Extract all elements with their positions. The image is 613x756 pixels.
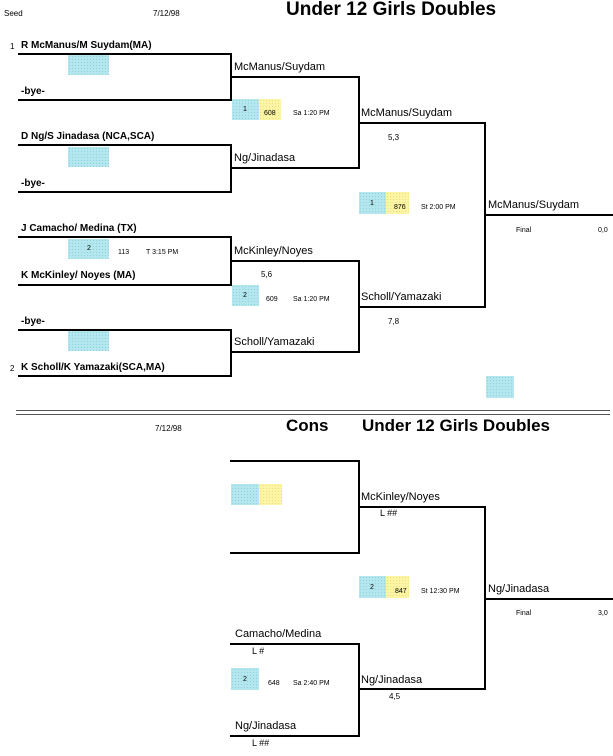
r1-line [18, 99, 232, 101]
match-score: 5,3 [388, 133, 400, 142]
match-number: 2 [243, 676, 247, 683]
r1-line [18, 53, 232, 55]
final-score: 0,0 [598, 227, 608, 234]
match-number: 1 [243, 106, 247, 113]
match-cell [232, 99, 259, 120]
court-cell [259, 99, 281, 120]
match-cell [232, 285, 259, 306]
match-time: Sa 2:40 PM [293, 680, 330, 687]
r2-line [230, 260, 360, 262]
entry-4: -bye- [21, 178, 45, 189]
match-score: 7,8 [388, 317, 400, 326]
cons-line [358, 688, 486, 690]
r2-line [230, 351, 360, 353]
r2-winner: Scholl/Yamazaki [234, 336, 315, 348]
cons-final-line [484, 598, 613, 600]
match-number: 1 [370, 200, 374, 207]
cons-entry: Camacho/Medina [235, 628, 322, 640]
cons-line [358, 506, 486, 508]
entry-8: K Scholl/K Yamazaki(SCA,MA) [21, 362, 165, 373]
match-court: 113 [118, 249, 130, 256]
match-time: T 3:15 PM [146, 249, 179, 256]
loss-mark: L ## [252, 738, 270, 748]
court-cell [386, 576, 409, 598]
match-court: 876 [394, 204, 406, 211]
match-cell [68, 147, 109, 167]
entry-6: K McKinley/ Noyes (MA) [21, 270, 136, 281]
cons-entry: Ng/Jinadasa [235, 720, 297, 732]
sf-winner: McManus/Suydam [361, 107, 453, 119]
sf-line [358, 122, 486, 124]
section-divider [16, 414, 610, 415]
empty-cell [486, 376, 514, 398]
loss-mark: L # [252, 646, 265, 656]
cons-r2-winner: McKinley/Noyes [361, 491, 440, 503]
r2-winner: McManus/Suydam [234, 61, 326, 73]
match-number: 2 [243, 292, 247, 299]
cons-label: Cons [286, 416, 329, 435]
sf-line [358, 306, 486, 308]
entry-5: J Camacho/ Medina (TX) [21, 223, 137, 234]
match-time: St 2:00 PM [421, 204, 456, 211]
final-label: Final [516, 227, 532, 234]
bracket-connector [358, 643, 360, 737]
court-cell [259, 484, 282, 505]
entry-2: -bye- [21, 86, 45, 97]
entry-7: -bye- [21, 316, 45, 327]
match-number: 2 [87, 245, 91, 252]
final-label: Final [516, 610, 532, 617]
match-time: Sa 1:20 PM [293, 296, 330, 303]
seed-column-label: Seed [4, 9, 23, 18]
match-number: 2 [370, 584, 374, 591]
cons-date: 7/12/98 [155, 424, 182, 433]
draw-title: Under 12 Girls Doubles [286, 0, 497, 20]
cons-line [230, 735, 360, 737]
loss-mark: L ## [380, 508, 398, 518]
match-cell [68, 331, 109, 351]
match-score: 5,6 [261, 270, 273, 279]
match-cell [359, 576, 386, 598]
cons-champion: Ng/Jinadasa [488, 583, 550, 595]
r1-line [18, 329, 232, 331]
cons-line [230, 552, 360, 554]
sf-winner: Scholl/Yamazaki [361, 291, 442, 303]
match-cell [359, 192, 386, 214]
match-time: St 12:30 PM [421, 588, 460, 595]
r1-line [18, 375, 232, 377]
draw-date: 7/12/98 [153, 9, 180, 18]
final-line [484, 214, 613, 216]
final-score: 3,0 [598, 610, 608, 617]
r2-line [230, 76, 360, 78]
match-time: Sa 1:20 PM [293, 110, 330, 117]
match-court: 648 [268, 680, 280, 687]
match-cell [68, 55, 109, 75]
cons-line [230, 460, 360, 462]
r1-line [18, 191, 232, 193]
seed-number: 1 [10, 42, 15, 51]
entry-3: D Ng/S Jinadasa (NCA,SCA) [21, 131, 155, 142]
match-court: 608 [264, 110, 276, 117]
champion: McManus/Suydam [488, 199, 580, 211]
match-score: 4,5 [389, 692, 401, 701]
r2-winner: McKinley/Noyes [234, 245, 313, 257]
match-court: 847 [395, 588, 407, 595]
cons-r2-winner: Ng/Jinadasa [361, 674, 423, 686]
court-cell [386, 192, 409, 214]
r1-line [18, 144, 232, 146]
cons-title: Under 12 Girls Doubles [362, 416, 550, 435]
seed-number: 2 [10, 364, 15, 373]
bracket-connector [230, 329, 232, 377]
r1-line [18, 284, 232, 286]
match-cell [68, 239, 109, 259]
r2-winner: Ng/Jinadasa [234, 152, 296, 164]
match-cell [231, 484, 259, 505]
match-court: 609 [266, 296, 278, 303]
match-cell [231, 668, 259, 690]
entry-1: R McManus/M Suydam(MA) [21, 40, 152, 51]
r1-line [18, 236, 232, 238]
cons-line [230, 643, 360, 645]
section-divider [16, 410, 610, 411]
r2-line [230, 167, 360, 169]
